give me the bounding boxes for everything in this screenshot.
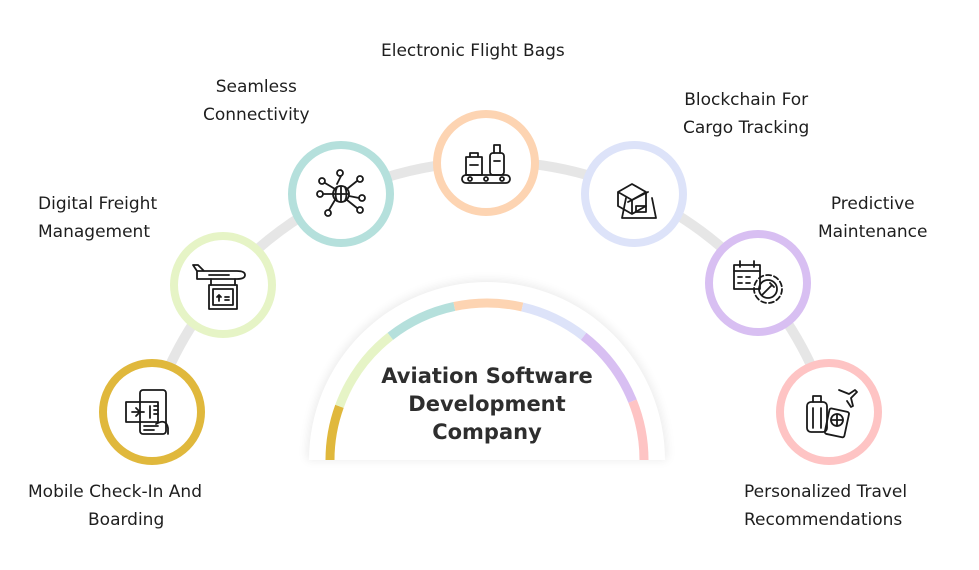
label-line: Maintenance	[818, 222, 928, 242]
node-3	[433, 110, 539, 216]
label-line: Digital Freight	[38, 194, 158, 214]
arc-segment	[580, 332, 637, 403]
center-title: Aviation Software Development Company	[357, 362, 617, 446]
center-title-line: Company	[432, 420, 542, 444]
label-line: Blockchain For	[684, 90, 809, 110]
node-5	[705, 230, 811, 336]
node-ring	[433, 110, 539, 216]
label-blockchain: Blockchain For Cargo Tracking	[683, 86, 809, 142]
label-line: Boarding	[88, 510, 165, 530]
node-0	[99, 359, 205, 465]
node-6	[776, 359, 882, 465]
label-line: Mobile Check-In And	[28, 482, 202, 502]
node-ring	[705, 230, 811, 336]
suitcase-passport-icon	[806, 389, 858, 439]
nodes-group	[99, 110, 882, 465]
label-line: Management	[38, 222, 150, 242]
label-line: Electronic Flight Bags	[381, 41, 565, 61]
label-line: Cargo Tracking	[683, 118, 810, 138]
arc-segment	[325, 404, 344, 461]
arc-segment	[387, 302, 456, 340]
arc-segment	[335, 332, 394, 408]
node-ring	[99, 359, 205, 465]
label-line: Personalized Travel	[744, 482, 908, 502]
label-personalized-travel: Personalized Travel Recommendations	[744, 478, 907, 534]
center-color-arc	[325, 298, 649, 461]
label-seamless-connectivity: Seamless Connectivity	[203, 73, 310, 129]
label-digital-freight: Digital Freight Management	[38, 190, 157, 246]
center-title-line: Development	[408, 392, 566, 416]
arc-segment	[628, 399, 649, 461]
arc-segment	[453, 298, 524, 312]
laptop-tracking-icon	[617, 183, 657, 219]
node-ring	[581, 141, 687, 247]
label-mobile-check-in: Mobile Check-In And Boarding	[28, 478, 202, 534]
network-globe-icon	[316, 169, 366, 217]
cargo-plane-icon	[192, 264, 246, 310]
arc-segment	[521, 302, 587, 340]
label-line: Recommendations	[744, 510, 903, 530]
node-1	[170, 232, 276, 338]
label-line: Connectivity	[203, 105, 310, 125]
luggage-conveyor-icon	[461, 144, 511, 184]
calendar-gear-icon	[733, 260, 783, 304]
mobile-boarding-pass-icon	[125, 389, 169, 435]
label-line: Seamless	[215, 77, 297, 97]
label-electronic-flight-bags: Electronic Flight Bags	[381, 37, 565, 65]
center-title-line: Aviation Software	[381, 364, 593, 388]
node-4	[581, 141, 687, 247]
node-2	[288, 141, 394, 247]
label-line: Predictive	[830, 194, 915, 214]
label-predictive-maintenance: Predictive Maintenance	[818, 190, 927, 246]
